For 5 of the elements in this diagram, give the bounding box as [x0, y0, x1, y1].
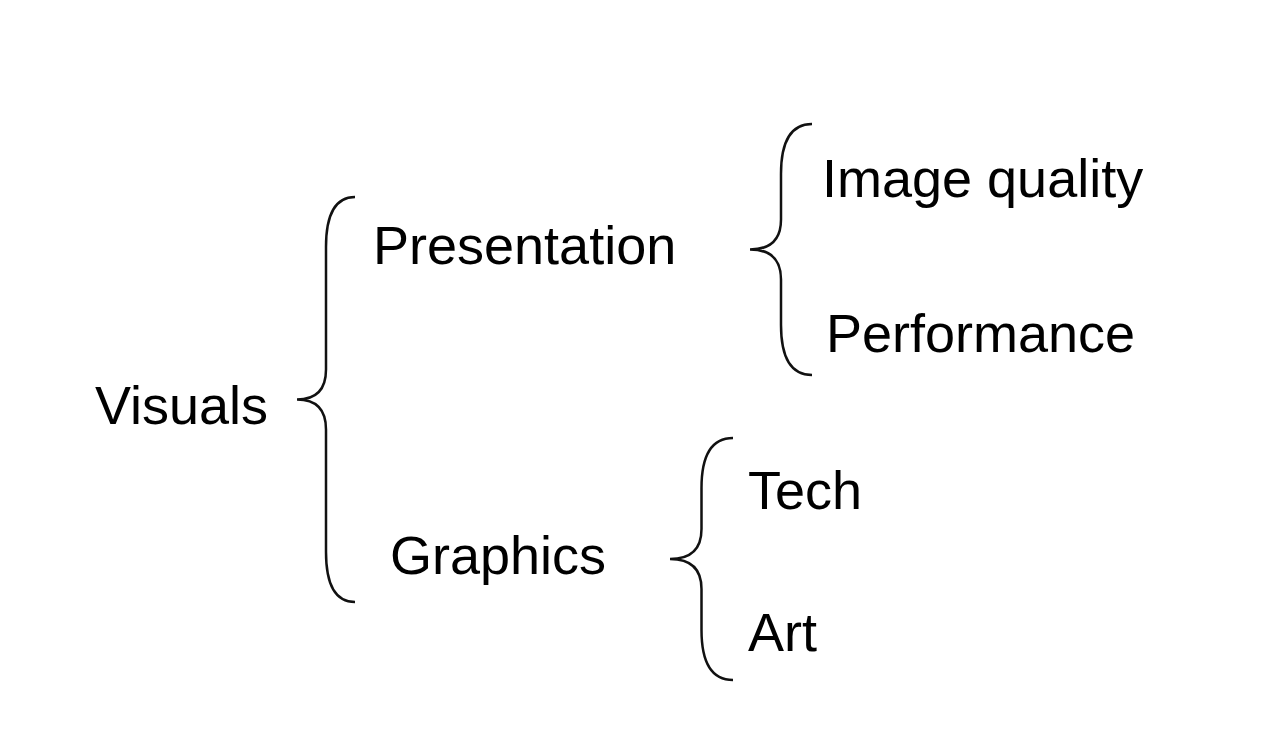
category-label: Art	[748, 605, 817, 659]
category-label: Tech	[748, 463, 863, 517]
category-label: Visuals	[95, 378, 269, 432]
category-label: Performance	[826, 306, 1136, 360]
category-label: Presentation	[373, 218, 677, 272]
